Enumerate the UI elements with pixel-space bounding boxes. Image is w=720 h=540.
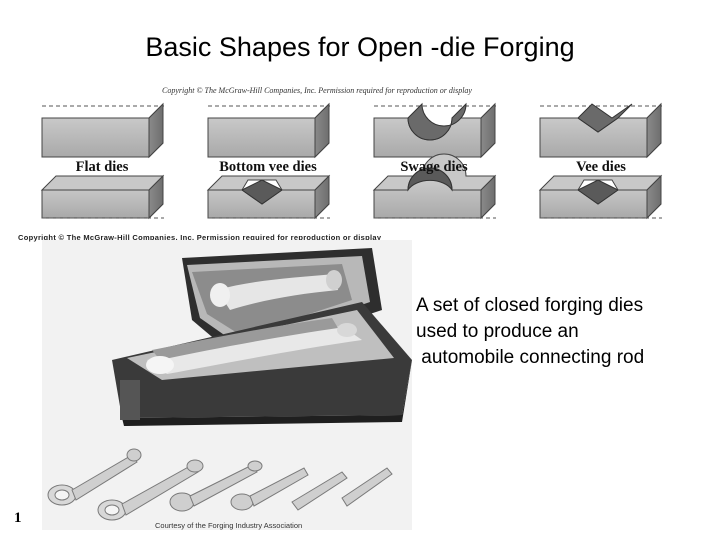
die-label-swage: Swage dies — [400, 159, 468, 175]
slide-title: Basic Shapes for Open -die Forging — [145, 32, 575, 62]
photo-credit: Courtesy of the Forging Industry Associa… — [155, 521, 303, 530]
die-label-flat: Flat dies — [76, 159, 129, 175]
slide-number: 1 — [14, 510, 22, 526]
flat-dies-icon — [40, 102, 165, 220]
swage-dies-icon — [372, 102, 497, 220]
copyright-notice-top: Copyright © The McGraw-Hill Companies, I… — [162, 86, 472, 95]
bottom-vee-dies-icon — [206, 102, 331, 220]
copyright-notice-mid: Copyright © The McGraw-Hill Companies, I… — [18, 233, 382, 242]
die-label-bottom-vee: Bottom vee dies — [219, 159, 317, 175]
vee-dies-icon — [538, 102, 663, 220]
caption-line-2: used to produce an — [416, 321, 579, 342]
open-die-shapes-figure: Flat dies Bottom vee dies Swage dies — [40, 102, 663, 220]
caption-line-1: A set of closed forging dies — [416, 295, 644, 316]
photo-caption: A set of closed forging dies used to pro… — [416, 293, 644, 371]
closed-forging-dies-photo — [42, 240, 412, 530]
die-label-vee: Vee dies — [576, 159, 626, 175]
caption-line-3: automobile connecting rod — [416, 347, 645, 368]
